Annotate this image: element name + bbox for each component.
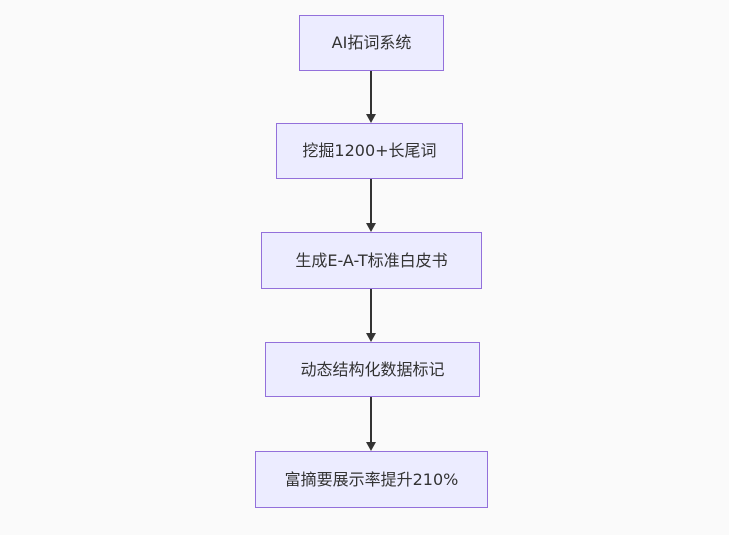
flow-node-longtail-mining: 挖掘1200+长尾词 <box>276 123 463 179</box>
flow-node-label: 富摘要展示率提升210% <box>284 469 459 489</box>
edge-line <box>370 289 372 333</box>
flow-edge-n3-n4 <box>365 289 377 342</box>
flow-node-label: 生成E-A-T标准白皮书 <box>295 250 448 270</box>
edge-line <box>370 71 372 114</box>
edge-line <box>370 397 372 442</box>
flow-node-label: 动态结构化数据标记 <box>300 359 445 379</box>
arrowhead-down-icon <box>366 333 376 342</box>
flow-node-rich-snippet-result: 富摘要展示率提升210% <box>255 451 488 508</box>
arrowhead-down-icon <box>366 223 376 232</box>
flow-edge-n4-n5 <box>365 397 377 451</box>
edge-line <box>370 179 372 223</box>
flow-node-structured-data-markup: 动态结构化数据标记 <box>265 342 480 397</box>
flow-node-ai-keyword-system: AI拓词系统 <box>299 15 444 71</box>
arrowhead-down-icon <box>366 114 376 123</box>
arrowhead-down-icon <box>366 442 376 451</box>
flow-edge-n2-n3 <box>365 179 377 232</box>
flow-edge-n1-n2 <box>365 71 377 123</box>
flow-node-eat-whitepaper: 生成E-A-T标准白皮书 <box>261 232 482 289</box>
flow-node-label: AI拓词系统 <box>331 33 412 53</box>
flow-node-label: 挖掘1200+长尾词 <box>302 141 437 161</box>
